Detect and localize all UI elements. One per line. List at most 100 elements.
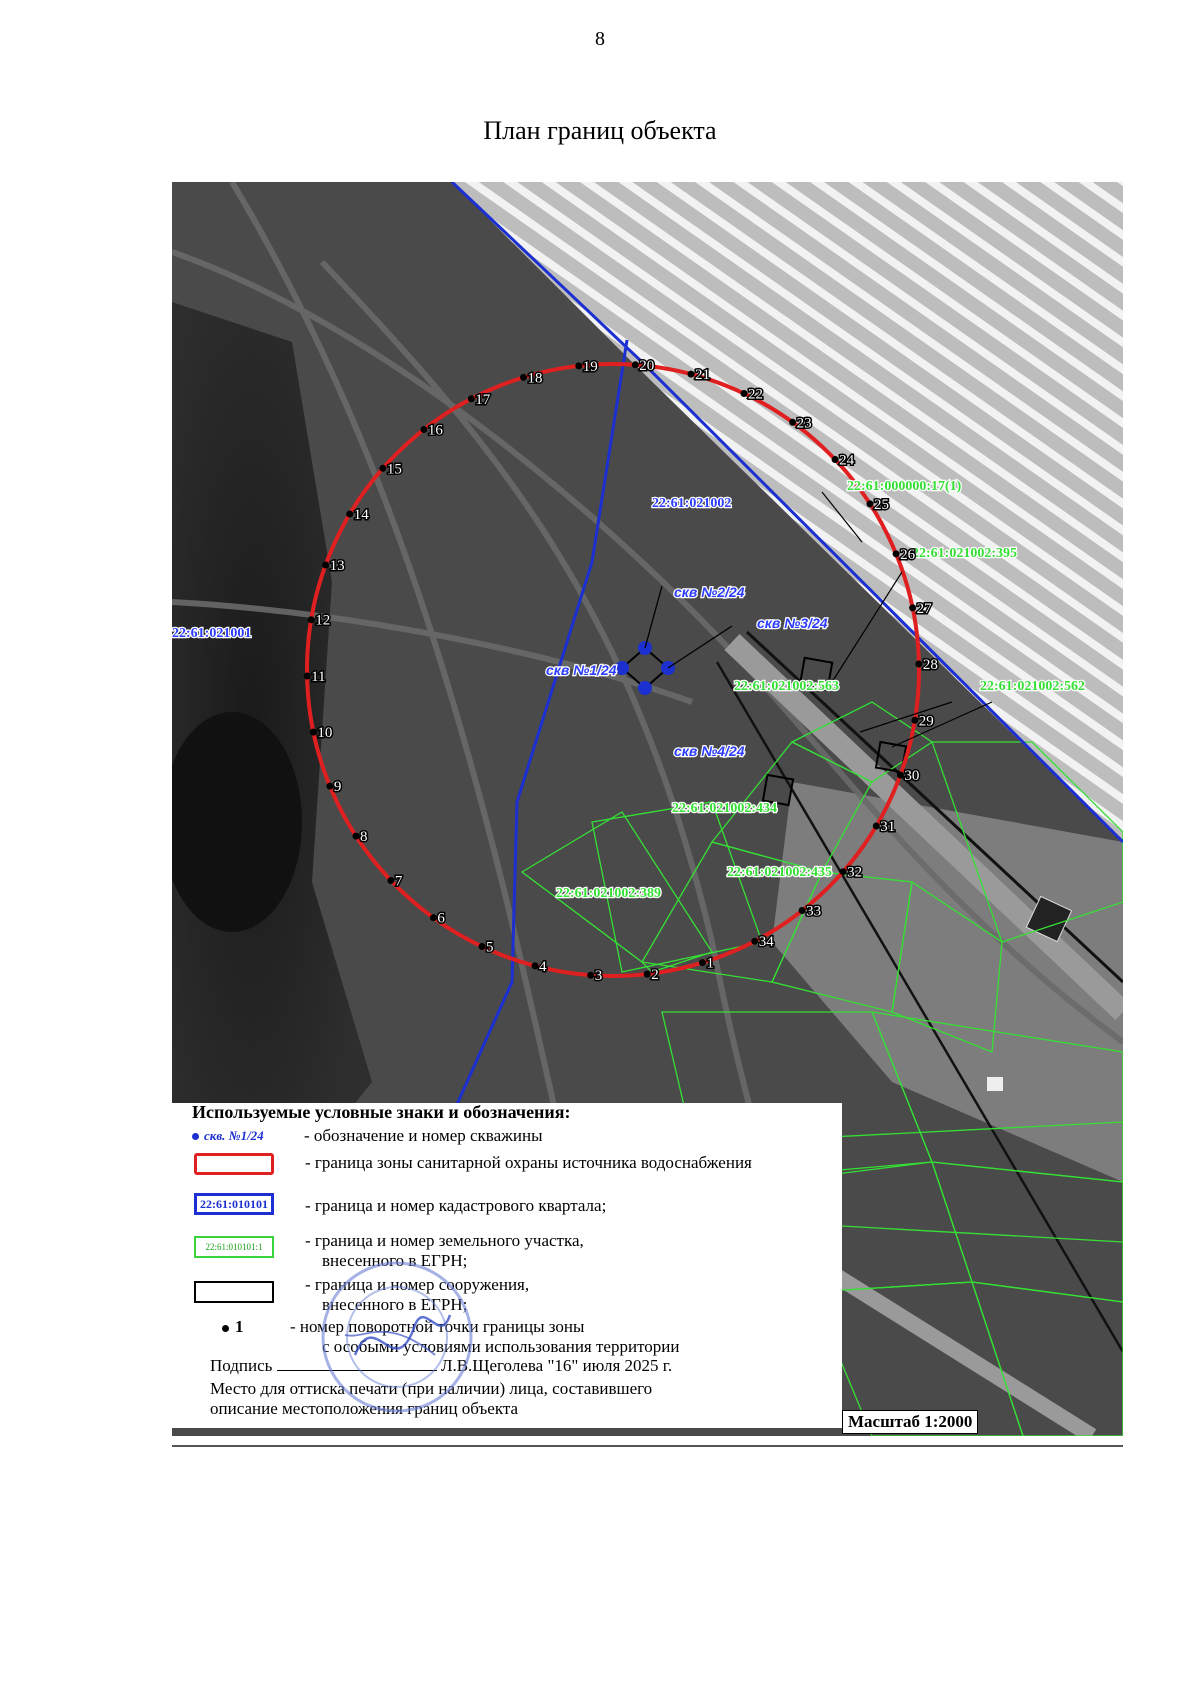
well-label-1: скв №1/24 [546,662,617,678]
turning-point-label-18: 18 [528,370,543,386]
plot-label-563: 22:61:021002:563 [734,679,839,694]
page-title: План границ объекта [483,116,717,145]
quarter-label-021001: 22:61:021001 [172,626,251,641]
turning-point-label-8: 8 [360,829,368,845]
turning-point-label-4: 4 [539,959,547,975]
building-2 [987,1077,1003,1091]
legend-structure-text-1: - граница и номер сооружения, [305,1275,530,1294]
forest-patch [172,712,302,932]
turning-point-30 [896,771,904,779]
well-dot-icon [192,1133,199,1140]
quarter-boundary-ne [450,182,1123,844]
legend-quarter-text: - граница и номер кадастрового квартала; [305,1196,607,1215]
turning-point-label-13: 13 [330,558,345,574]
well-1-marker [615,661,629,675]
turning-point-10 [309,728,317,736]
turning-point-31 [872,822,880,830]
turning-point-25 [866,500,874,508]
turning-point-label-7: 7 [395,874,403,890]
land-plots [520,701,1123,1436]
turning-point-3 [587,971,595,979]
turning-point-label-21: 21 [695,367,710,383]
turning-point-label-22: 22 [748,387,763,403]
turning-point-label-14: 14 [354,507,370,523]
point-dot-icon [222,1324,229,1332]
signature-line: Подпись Л.В.Щеголева "16" июля 2025 г. [210,1356,673,1375]
stamp-seal-icon [315,1245,480,1425]
turning-point-5 [478,943,486,950]
turning-point-7 [387,877,395,884]
turning-point-label-6: 6 [437,911,445,927]
turning-point-4 [531,962,539,970]
turning-point-6 [429,914,437,922]
turning-point-19 [575,362,583,370]
legend-plot-text-2: внесенного в ЕГРН; [322,1251,468,1270]
legend-zone-text: - граница зоны санитарной охраны источни… [305,1153,752,1172]
quarter-label-021002: 22:61:021002 [652,496,731,511]
tracks [172,182,1123,1183]
turning-point-16 [420,426,428,433]
plot-label-389: 22:61:021002:389 [556,886,661,901]
sanitary-zone-boundary [305,362,921,978]
turning-point-label-1: 1 [707,956,715,972]
plot-label-395: 22:61:021002:395 [912,546,1017,561]
turning-point-label-29: 29 [919,713,934,729]
turning-point-label-2: 2 [651,967,659,983]
turning-point-label-27: 27 [917,601,933,617]
turning-point-label-28: 28 [923,657,938,673]
map-frame[interactable]: 22:61:021002 22:61:021001 22:61:000000:1… [172,182,1123,1436]
turning-point-label-15: 15 [387,461,402,477]
legend-title: Используемые условные знаки и обозначени… [192,1102,571,1122]
turning-point-22 [740,390,748,397]
turning-point-label-31: 31 [880,819,895,835]
legend: Используемые условные знаки и обозначени… [172,1103,842,1428]
turning-point-9 [326,782,334,790]
turning-point-20 [631,361,639,369]
stamp-text-1: Место для оттиска печати (при наличии) л… [210,1379,653,1398]
legend-well-sample: скв. №1/24 [192,1126,264,1145]
well-group [615,585,733,695]
legend-point-text-2: с особыми условиями использования террит… [322,1337,680,1356]
signature-blank [276,1356,437,1371]
turning-point-label-16: 16 [428,423,444,439]
turning-point-label-26: 26 [900,547,916,563]
turning-point-13 [322,561,330,569]
turning-point-27 [909,604,917,612]
turning-point-label-24: 24 [839,453,855,469]
legend-point-sample: 1 [222,1317,244,1336]
turning-point-17 [467,395,475,403]
page-number: 8 [595,28,605,50]
legend-zone-swatch [194,1153,274,1175]
main-road [724,634,1123,1020]
legend-point-text-1: - номер поворотной точки границы зоны [290,1317,585,1336]
turning-point-label-23: 23 [797,415,812,431]
turning-point-label-3: 3 [595,968,603,984]
well-4-marker [638,681,652,695]
plot-label-562: 22:61:021002:562 [980,679,1085,694]
plot-label-434: 22:61:021002:434 [672,801,777,816]
turning-point-32 [839,868,847,876]
well-label-3: скв №3/24 [757,615,828,631]
plot-label-435: 22:61:021002:435 [727,865,832,880]
turning-point-23 [789,418,797,426]
map-canvas: 22:61:021002 22:61:021001 22:61:000000:1… [172,182,1123,1436]
turning-point-label-20: 20 [639,358,654,374]
plot-label-000000-17: 22:61:000000:17(1) [847,479,962,494]
turning-point-label-34: 34 [759,934,775,950]
legend-plot-swatch: 22:61:010101:1 [194,1236,274,1258]
light-ground [772,782,1123,1182]
turning-point-33 [798,907,806,914]
legend-structure-swatch [194,1281,274,1303]
turning-point-label-9: 9 [334,779,342,795]
well-label-4: скв №4/24 [674,743,745,759]
turning-point-label-5: 5 [486,940,494,956]
turning-point-label-19: 19 [583,359,598,375]
turning-point-label-10: 10 [317,725,332,741]
stamp-text-2: описание местоположения границ объекта [210,1399,519,1418]
turning-point-label-17: 17 [475,392,491,408]
turning-point-label-32: 32 [847,865,862,881]
turning-point-12 [307,616,315,624]
turning-point-label-11: 11 [311,669,325,685]
turning-point-8 [352,832,360,840]
